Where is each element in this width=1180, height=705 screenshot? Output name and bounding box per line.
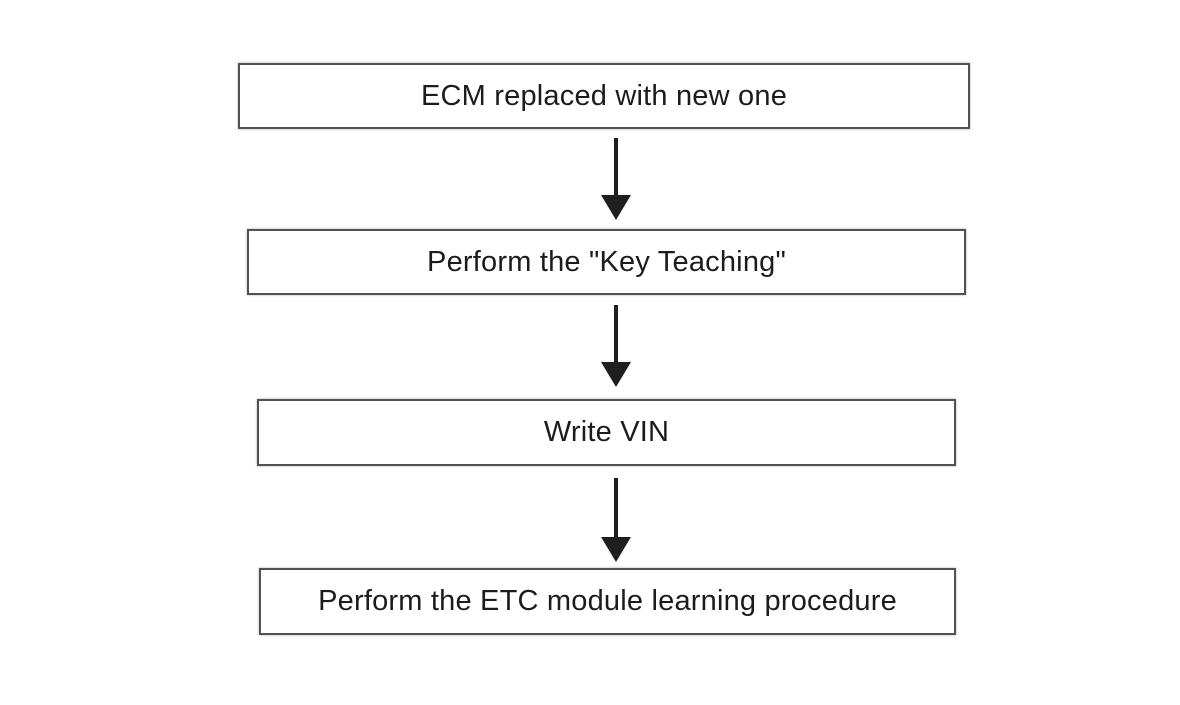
- down-arrow-icon: [601, 305, 631, 387]
- arrow-shaft: [614, 305, 618, 363]
- down-arrow-icon: [601, 138, 631, 220]
- flow-step-label: Perform the ETC module learning procedur…: [318, 585, 897, 617]
- flow-step-label: ECM replaced with new one: [420, 79, 788, 112]
- down-arrow-icon: [601, 478, 631, 562]
- arrow-shaft: [614, 138, 618, 196]
- flow-step-etc-module-learning: Perform the ETC module learning procedur…: [259, 568, 956, 635]
- arrow-shaft: [614, 478, 618, 538]
- flow-step-label: Write VIN: [543, 416, 670, 448]
- arrow-head: [601, 195, 631, 220]
- flow-step-label: Perform the "Key Teaching": [427, 245, 786, 278]
- flow-step-ecm-replaced: ECM replaced with new one: [238, 63, 970, 129]
- flow-step-key-teaching: Perform the "Key Teaching": [247, 229, 966, 295]
- arrow-head: [601, 362, 631, 387]
- flow-step-write-vin: Write VIN: [257, 399, 956, 466]
- arrow-head: [601, 537, 631, 562]
